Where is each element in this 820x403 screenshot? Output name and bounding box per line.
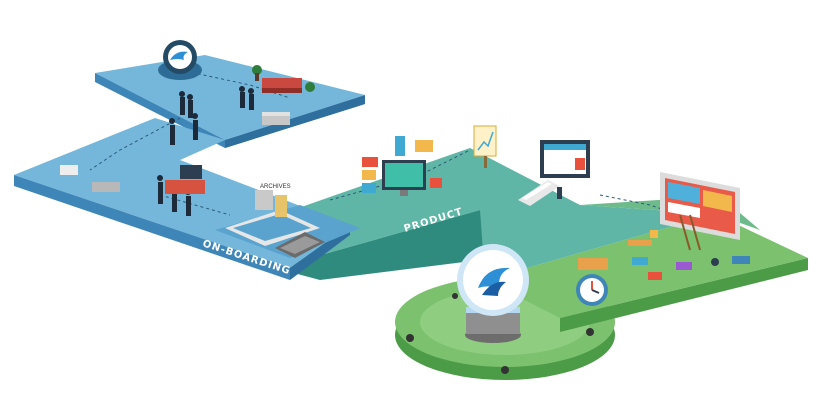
wave-swirl-icon <box>158 40 202 80</box>
product-monitor <box>362 136 442 196</box>
tablet-label: ARCHIVES <box>260 184 291 190</box>
tablet-device: ARCHIVES <box>225 184 320 246</box>
tutorial-path <box>485 214 808 332</box>
clock-icon <box>576 258 608 306</box>
tutorial-board <box>660 172 740 251</box>
lounge-furniture <box>252 65 315 125</box>
chart-board-icon <box>473 125 497 168</box>
tutorial-props <box>628 230 750 280</box>
reception-desk <box>60 165 205 194</box>
laptop-stairs <box>518 140 590 206</box>
brand-beacon <box>457 244 529 343</box>
escalator <box>275 232 325 258</box>
